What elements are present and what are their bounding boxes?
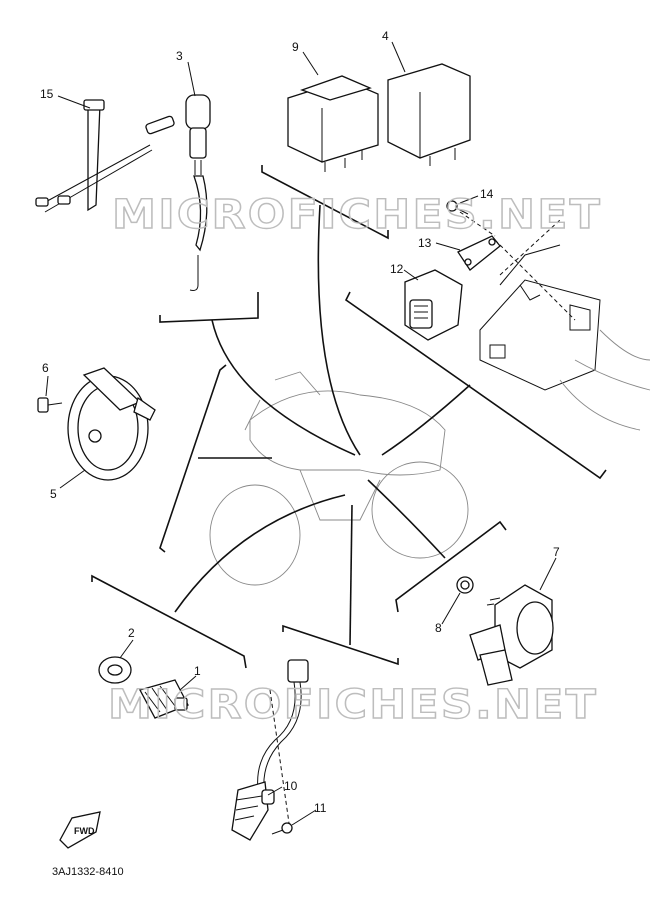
fwd-arrow-icon: FWD [59, 811, 101, 849]
dashed-leaders [269, 211, 576, 831]
part-8-grommet [456, 576, 474, 594]
bracket-lines [91, 165, 607, 669]
part-1-neutral-switch [139, 679, 189, 719]
part-9-relay [287, 75, 379, 172]
callout-14: 14 [480, 187, 494, 201]
watermark-bottom: MICROFICHES.NET [108, 682, 598, 728]
callout-3: 3 [176, 49, 183, 63]
watermarks: MICROFICHES.NET MICROFICHES.NET [107, 191, 602, 728]
part-7-starter-relay [469, 584, 554, 686]
callout-12: 12 [390, 262, 404, 276]
callout-2: 2 [128, 626, 135, 640]
callout-4: 4 [382, 29, 389, 43]
motorcycle-outline [209, 371, 469, 586]
frame-section [479, 244, 651, 431]
callout-6: 6 [42, 361, 49, 375]
callout-9: 9 [292, 40, 299, 54]
callout-7: 7 [553, 545, 560, 559]
part-10-sidestand-switch [231, 659, 309, 841]
part-6-bolt [37, 397, 63, 413]
part-3-plug-lead [185, 94, 211, 291]
part-13-bracket [457, 235, 501, 271]
fwd-label: FWD [74, 826, 95, 836]
callout-1: 1 [194, 664, 201, 678]
callout-8: 8 [435, 621, 442, 635]
part-12-relay [404, 269, 463, 341]
part-5-horn [67, 367, 156, 481]
part-4-flasher-relay [387, 63, 471, 166]
callout-11: 11 [314, 801, 327, 815]
part-2-washer [98, 656, 132, 684]
leader-lines [45, 41, 557, 826]
callout-15: 15 [40, 87, 54, 101]
watermark-top: MICROFICHES.NET [112, 192, 602, 238]
callout-13: 13 [418, 236, 432, 250]
part-14-screw [446, 200, 469, 215]
callout-10: 10 [284, 779, 298, 793]
part-11-screw [271, 822, 293, 835]
callout-5: 5 [50, 487, 57, 501]
callout-numbers: 3 15 9 4 14 13 12 6 5 7 8 2 1 10 11 [40, 29, 560, 815]
drawing-code: 3AJ1332-8410 [52, 866, 124, 878]
